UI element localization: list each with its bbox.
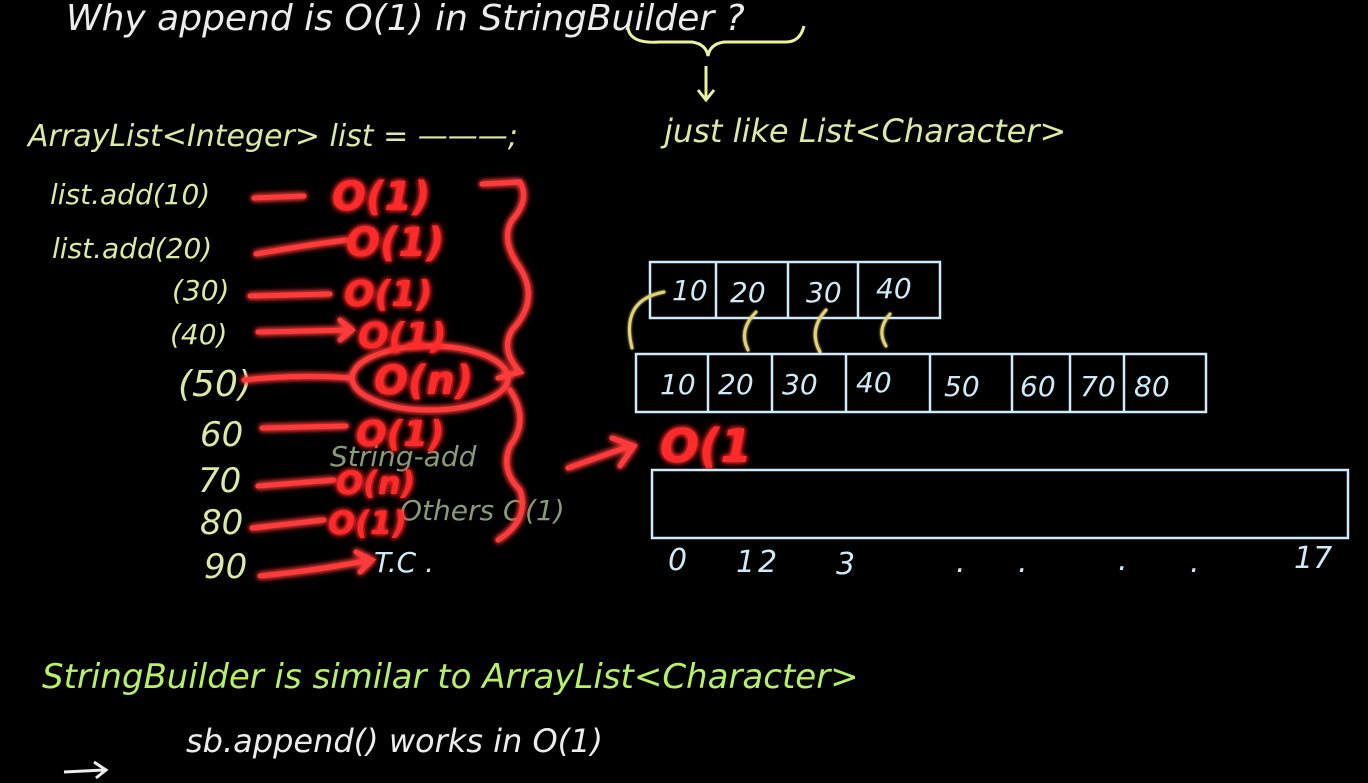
call-item-6: 60 [200,415,243,455]
call-item-4: (40) [170,318,227,351]
index-dot-1: . [956,545,966,580]
big-array [650,468,1350,540]
brace-note: just like List<Character> [660,112,1066,150]
complexity-5: O(n) [374,358,473,404]
arrow-call-2 [253,237,349,257]
doubled-cell-2: 20 [718,368,754,401]
conclusion-line-2: sb.append() works in O(1) [186,722,603,760]
index-dot-3: . [1118,543,1128,578]
small-array [648,260,942,320]
copy-arrows [627,290,892,354]
small-cell-2: 20 [730,276,766,309]
index-dot-2: . [1018,545,1028,580]
complexity-8: O(1) [328,504,407,542]
call-item-7: 70 [198,461,241,501]
arrow-call-5 [241,373,353,383]
call-item-3: (30) [172,274,229,307]
call-item-2: list.add(20) [52,232,212,265]
arrow-call-1 [251,193,307,201]
bracket-lower [495,387,525,543]
doubled-cell-3: 30 [782,368,818,401]
title-text: Why append is O(1) in StringBuilder ? [66,0,745,39]
conclusion-line-1: StringBuilder is similar to ArrayList<Ch… [42,657,859,697]
bullet-arrow-icon [63,760,109,780]
small-cell-4: 40 [876,272,912,305]
call-item-8: 80 [200,503,243,543]
complexity-6: O(1) [356,414,445,455]
arrow-call-9 [257,549,377,579]
resize-complexity: O(1 [660,419,752,473]
arrow-call-7 [255,477,337,489]
faded-note-string-add: String-add [330,440,477,473]
call-item-1: list.add(10) [50,178,210,211]
doubled-cell-6: 60 [1020,370,1056,403]
call-item-9: 90 [204,547,247,587]
arrow-call-3 [247,291,333,299]
small-cell-1: 10 [672,274,708,307]
index-1: 1 [736,545,755,580]
complexity-4: O(1) [358,316,447,357]
complexity-7: O(n) [336,464,415,502]
index-17: 17 [1294,541,1332,576]
arrow-to-resize [565,435,638,471]
down-arrow-icon [696,66,716,103]
faded-note-tc: T.C . [374,546,434,579]
underbrace [626,25,806,57]
doubled-cell-5: 50 [944,370,980,403]
doubled-cell-8: 80 [1134,370,1170,403]
faded-note-others: Others O(1) [400,494,565,527]
bracket-right [479,179,531,381]
arrow-call-6 [259,423,349,431]
doubled-array [634,352,1208,414]
call-item-5: (50) [178,364,252,405]
index-3: 3 [836,547,855,582]
index-0: 0 [668,543,687,578]
complexity-1: O(1) [332,174,430,220]
arraylist-declaration: ArrayList<Integer> list = ———; [26,119,518,154]
index-2: 2 [758,545,777,580]
arrow-call-4 [255,317,356,343]
complexity-3: O(1) [344,274,433,315]
small-cell-3: 30 [806,276,842,309]
doubled-cell-4: 40 [856,366,892,399]
doubled-cell-7: 70 [1080,370,1116,403]
doubled-cell-1: 10 [660,368,696,401]
highlight-ellipse [349,343,511,413]
complexity-2: O(1) [346,220,444,266]
index-dot-4: . [1190,545,1200,580]
arrow-call-8 [249,517,327,531]
